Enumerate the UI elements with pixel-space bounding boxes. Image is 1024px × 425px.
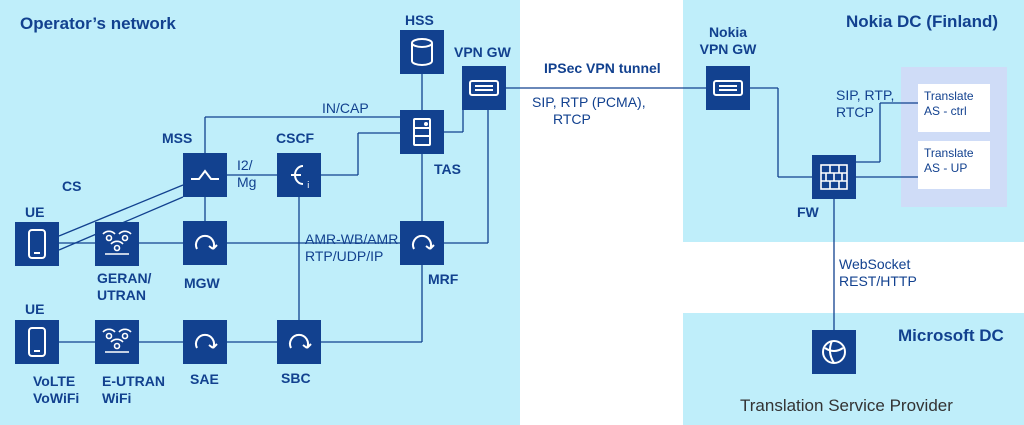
nokia-vpn-gw-line-2: VPN GW: [699, 41, 757, 57]
cscf-label: CSCF: [276, 130, 315, 146]
e-utran-wifi-label: E-UTRAN WiFi: [102, 373, 165, 407]
phone-icon: [28, 229, 46, 259]
nokia-vpn-gw-line-1: Nokia: [708, 24, 748, 40]
tas-node: [400, 110, 444, 154]
hss-node: [400, 30, 444, 74]
e-utran-wifi-line-2: WiFi: [102, 390, 132, 406]
sip-rtp-rtcp-line-1: SIP, RTP,: [836, 87, 895, 103]
sae-node: [183, 320, 227, 364]
volte-vowifi-line-2: VoWiFi: [33, 390, 80, 406]
cscf-node: i: [277, 153, 321, 197]
volte-vowifi-line-1: VoLTE: [33, 373, 76, 389]
mgw-label: MGW: [184, 275, 220, 291]
database-icon: [411, 38, 433, 66]
ue-bottom-label: UE: [25, 301, 45, 317]
i2-mg-line-2: Mg: [237, 174, 257, 190]
ipsec-tunnel-label: IPSec VPN tunnel: [544, 60, 661, 76]
sip-rtp-pcma-line-1: SIP, RTP (PCMA),: [532, 94, 646, 110]
amr-line-1: AMR-WB/AMR: [305, 231, 399, 247]
i2-mg-note: I2/ Mg: [237, 157, 256, 191]
sip-rtp-rtcp-note: SIP, RTP, RTCP: [836, 87, 894, 121]
sbc-label: SBC: [281, 370, 311, 386]
mrf-label: MRF: [428, 271, 459, 287]
vpn-gw-node: [462, 66, 506, 110]
nokia-dc-title: Nokia DC (Finland): [846, 12, 999, 31]
globe-icon: [822, 340, 846, 364]
websocket-line-1: WebSocket: [839, 256, 911, 272]
geran-utran-line-1: GERAN/: [97, 270, 152, 286]
translate-ctrl-line-2: AS - ctrl: [924, 104, 967, 118]
fw-node: [812, 155, 856, 199]
cs-label: CS: [62, 178, 82, 194]
hss-label: HSS: [405, 12, 434, 28]
geran-utran-node: [95, 222, 139, 266]
i2-mg-line-1: I2/: [237, 157, 253, 173]
amr-note: AMR-WB/AMR RTP/UDP/IP: [305, 231, 398, 265]
microsoft-dc-title: Microsoft DC: [898, 326, 1004, 345]
translate-up-line-2: AS - UP: [924, 161, 968, 175]
mss-label: MSS: [162, 130, 193, 146]
sip-rtp-rtcp-line-2: RTCP: [836, 104, 874, 120]
sbc-node: [277, 320, 321, 364]
tas-label: TAS: [434, 161, 461, 177]
e-utran-wifi-line-1: E-UTRAN: [102, 373, 165, 389]
sip-rtp-pcma-note: SIP, RTP (PCMA), RTCP: [532, 94, 646, 128]
translate-as-ctrl-box: Translate AS - ctrl: [918, 84, 990, 132]
mgw-node: [183, 221, 227, 265]
in-cap-note: IN/CAP: [322, 100, 369, 116]
ue-top-node: [15, 222, 59, 266]
operator-network-title: Operator’s network: [20, 14, 176, 33]
session-border-icon: [289, 333, 312, 349]
sae-icon: [195, 333, 218, 349]
translation-provider-label: Translation Service Provider: [740, 396, 953, 415]
ue-top-label: UE: [25, 204, 45, 220]
translate-ctrl-line-1: Translate: [924, 89, 974, 103]
gateway-icon: [469, 80, 499, 96]
server-icon: [413, 118, 431, 146]
sip-rtp-pcma-line-2: RTCP: [553, 111, 591, 127]
radio-tower-icon: [102, 230, 132, 255]
translate-up-line-1: Translate: [924, 146, 974, 160]
phone-icon: [28, 327, 46, 357]
vpn-gw-label: VPN GW: [454, 44, 511, 60]
cscf-icon: i: [291, 165, 310, 191]
geran-utran-label: GERAN/ UTRAN: [97, 270, 151, 304]
websocket-note: WebSocket REST/HTTP: [839, 256, 917, 290]
svg-text:i: i: [307, 181, 310, 191]
volte-vowifi-label: VoLTE VoWiFi: [33, 373, 79, 407]
mss-node: [183, 153, 227, 197]
media-gateway-icon: [195, 234, 218, 250]
translation-provider-node: [812, 330, 856, 374]
sae-label: SAE: [190, 371, 219, 387]
amr-line-2: RTP/UDP/IP: [305, 248, 384, 264]
nokia-vpn-gw-label: Nokia VPN GW: [694, 24, 762, 58]
nokia-vpn-gw-node: [706, 66, 750, 110]
radio-tower-icon: [102, 328, 132, 353]
gateway-icon: [713, 80, 743, 96]
translate-as-up-box: Translate AS - UP: [918, 141, 990, 189]
switch-icon: [191, 169, 219, 180]
geran-utran-line-2: UTRAN: [97, 287, 146, 303]
websocket-line-2: REST/HTTP: [839, 273, 917, 289]
ue-bottom-node: [15, 320, 59, 364]
mrf-node: [400, 221, 444, 265]
e-utran-wifi-node: [95, 320, 139, 364]
media-resource-icon: [412, 234, 435, 250]
fw-label: FW: [797, 204, 819, 220]
firewall-icon: [820, 164, 848, 190]
